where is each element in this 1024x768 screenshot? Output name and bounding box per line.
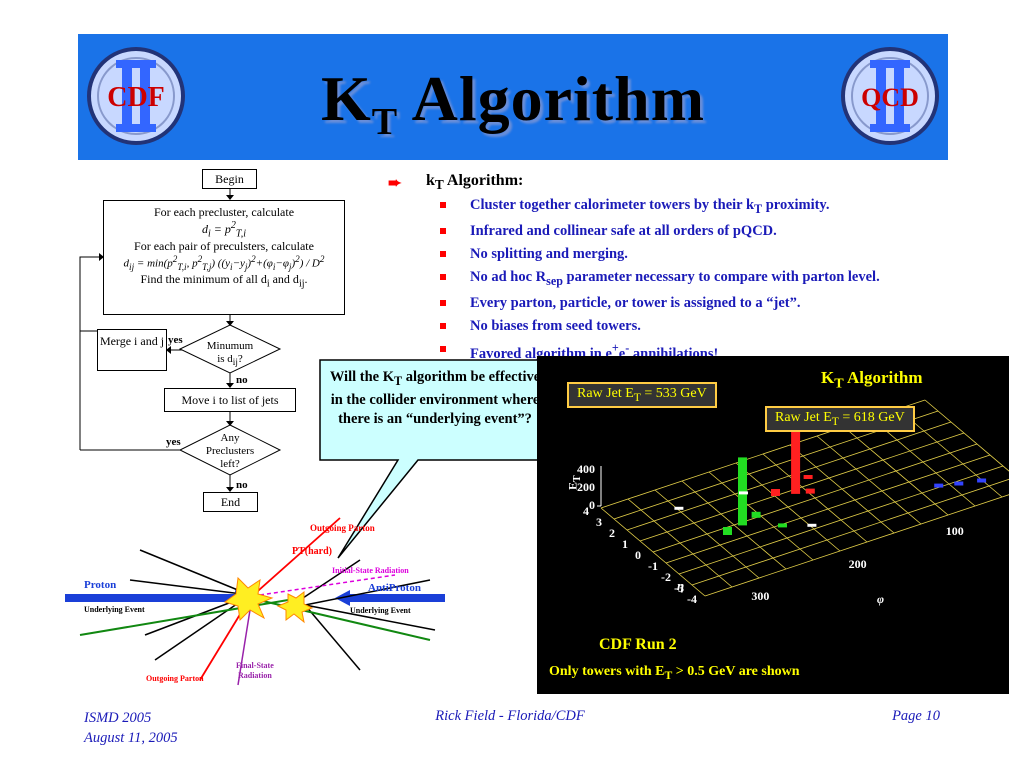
decision-preclusters: Any Preclusters left? (195, 432, 265, 471)
calc-line-3: Find the minimum of all di and dij. (104, 272, 344, 289)
no-label: no (236, 374, 248, 386)
proton-label: Proton (84, 579, 116, 591)
eta-tick: 4 (583, 504, 589, 519)
isr-label: Initial-State Radiation (332, 566, 409, 575)
calculate-box: For each precluster, calculate di = p2T,… (103, 200, 345, 315)
jet-tower-small (723, 527, 732, 535)
calc-line-2: For each pair of preculsters, calculate (104, 239, 344, 254)
footer-author: Rick Field - Florida/CDF (360, 708, 660, 725)
jet-tower-small (752, 512, 761, 518)
phi-tick: 200 (849, 557, 867, 572)
phi-axis-label: φ (877, 592, 884, 607)
eta-tick: 3 (596, 515, 602, 530)
antiproton-label: AntiProton (368, 582, 421, 594)
tower-threshold-note: Only towers with ET > 0.5 GeV are shown (549, 664, 800, 682)
yes-label: yes (166, 436, 181, 448)
callout-text: Will the KT algorithm be effective in th… (326, 368, 544, 429)
blue-tower (934, 484, 943, 488)
eta-tick: 0 (635, 548, 641, 563)
outgoing-parton-bottom-label: Outgoing Parton (146, 674, 204, 683)
move-box: Move i to list of jets (164, 388, 296, 412)
calc-line-1: For each precluster, calculate (104, 205, 344, 220)
blue-tower (977, 479, 986, 483)
eta-tick: 1 (622, 537, 628, 552)
merge-box: Merge i and j (97, 329, 167, 371)
arrow-bullet-icon: ➨ (388, 173, 426, 193)
footer-page-number: Page 10 (830, 708, 940, 725)
bullet-heading: ➨ kT Algorithm: (388, 172, 988, 193)
bullet-item: No ad hoc Rsep parameter necessary to co… (430, 269, 988, 289)
bullet-item: No biases from seed towers. (430, 318, 988, 335)
bullet-item: Every parton, particle, or tower is assi… (430, 295, 988, 312)
white-tower (807, 524, 816, 527)
yes-label: yes (168, 334, 183, 346)
formula-di: di = p2T,i (104, 220, 344, 239)
lego-plot: KT Algorithm Raw Jet ET = 533 GeV Raw Je… (537, 356, 1009, 694)
phi-tick: 300 (751, 589, 769, 604)
raw-jet-box-2: Raw Jet ET = 618 GeV (765, 406, 915, 432)
bullet-list: ➨ kT Algorithm: Cluster together calorim… (388, 172, 988, 369)
plot-title: KT Algorithm (821, 368, 923, 392)
underlying-event-left-label: Underlying Event (84, 605, 145, 614)
raw-jet-box-1: Raw Jet ET = 533 GeV (567, 382, 717, 408)
eta-tick: 2 (609, 526, 615, 541)
phi-tick: 100 (946, 524, 964, 539)
jet-tower-small (778, 523, 787, 527)
eta-tick: -4 (687, 592, 697, 607)
white-tower (674, 507, 683, 510)
cdf-run-label: CDF Run 2 (599, 636, 677, 654)
jet-tower-small (771, 489, 780, 496)
no-label: no (236, 479, 248, 491)
bullet-item: Infrared and collinear safe at all order… (430, 223, 988, 240)
formula-dij: dij = min(p2T,i, p2T,j) ((yi−yj)2+(φi−φj… (104, 254, 344, 272)
outgoing-parton-top-label: Outgoing Parton (310, 523, 375, 533)
white-tower (739, 491, 748, 494)
decision-minimum: Minumum is dij? (195, 340, 265, 369)
underlying-event-right-label: Underlying Event (350, 606, 411, 615)
eta-tick: -2 (661, 570, 671, 585)
bullet-item: Cluster together calorimeter towers by t… (430, 197, 988, 217)
end-box: End (203, 492, 258, 512)
title-banner: CDF QCD KT Algorithm (78, 34, 948, 160)
blue-tower (954, 482, 963, 486)
bullet-item: No splitting and merging. (430, 246, 988, 263)
jet-tower-small (806, 489, 815, 494)
jet-tower-small (804, 475, 813, 479)
begin-box: Begin (202, 169, 257, 189)
slide-title: KT Algorithm (78, 62, 948, 144)
eta-tick: -3 (674, 581, 684, 596)
pt-hard-label: PT(hard) (292, 546, 332, 557)
eta-tick: -1 (648, 559, 658, 574)
